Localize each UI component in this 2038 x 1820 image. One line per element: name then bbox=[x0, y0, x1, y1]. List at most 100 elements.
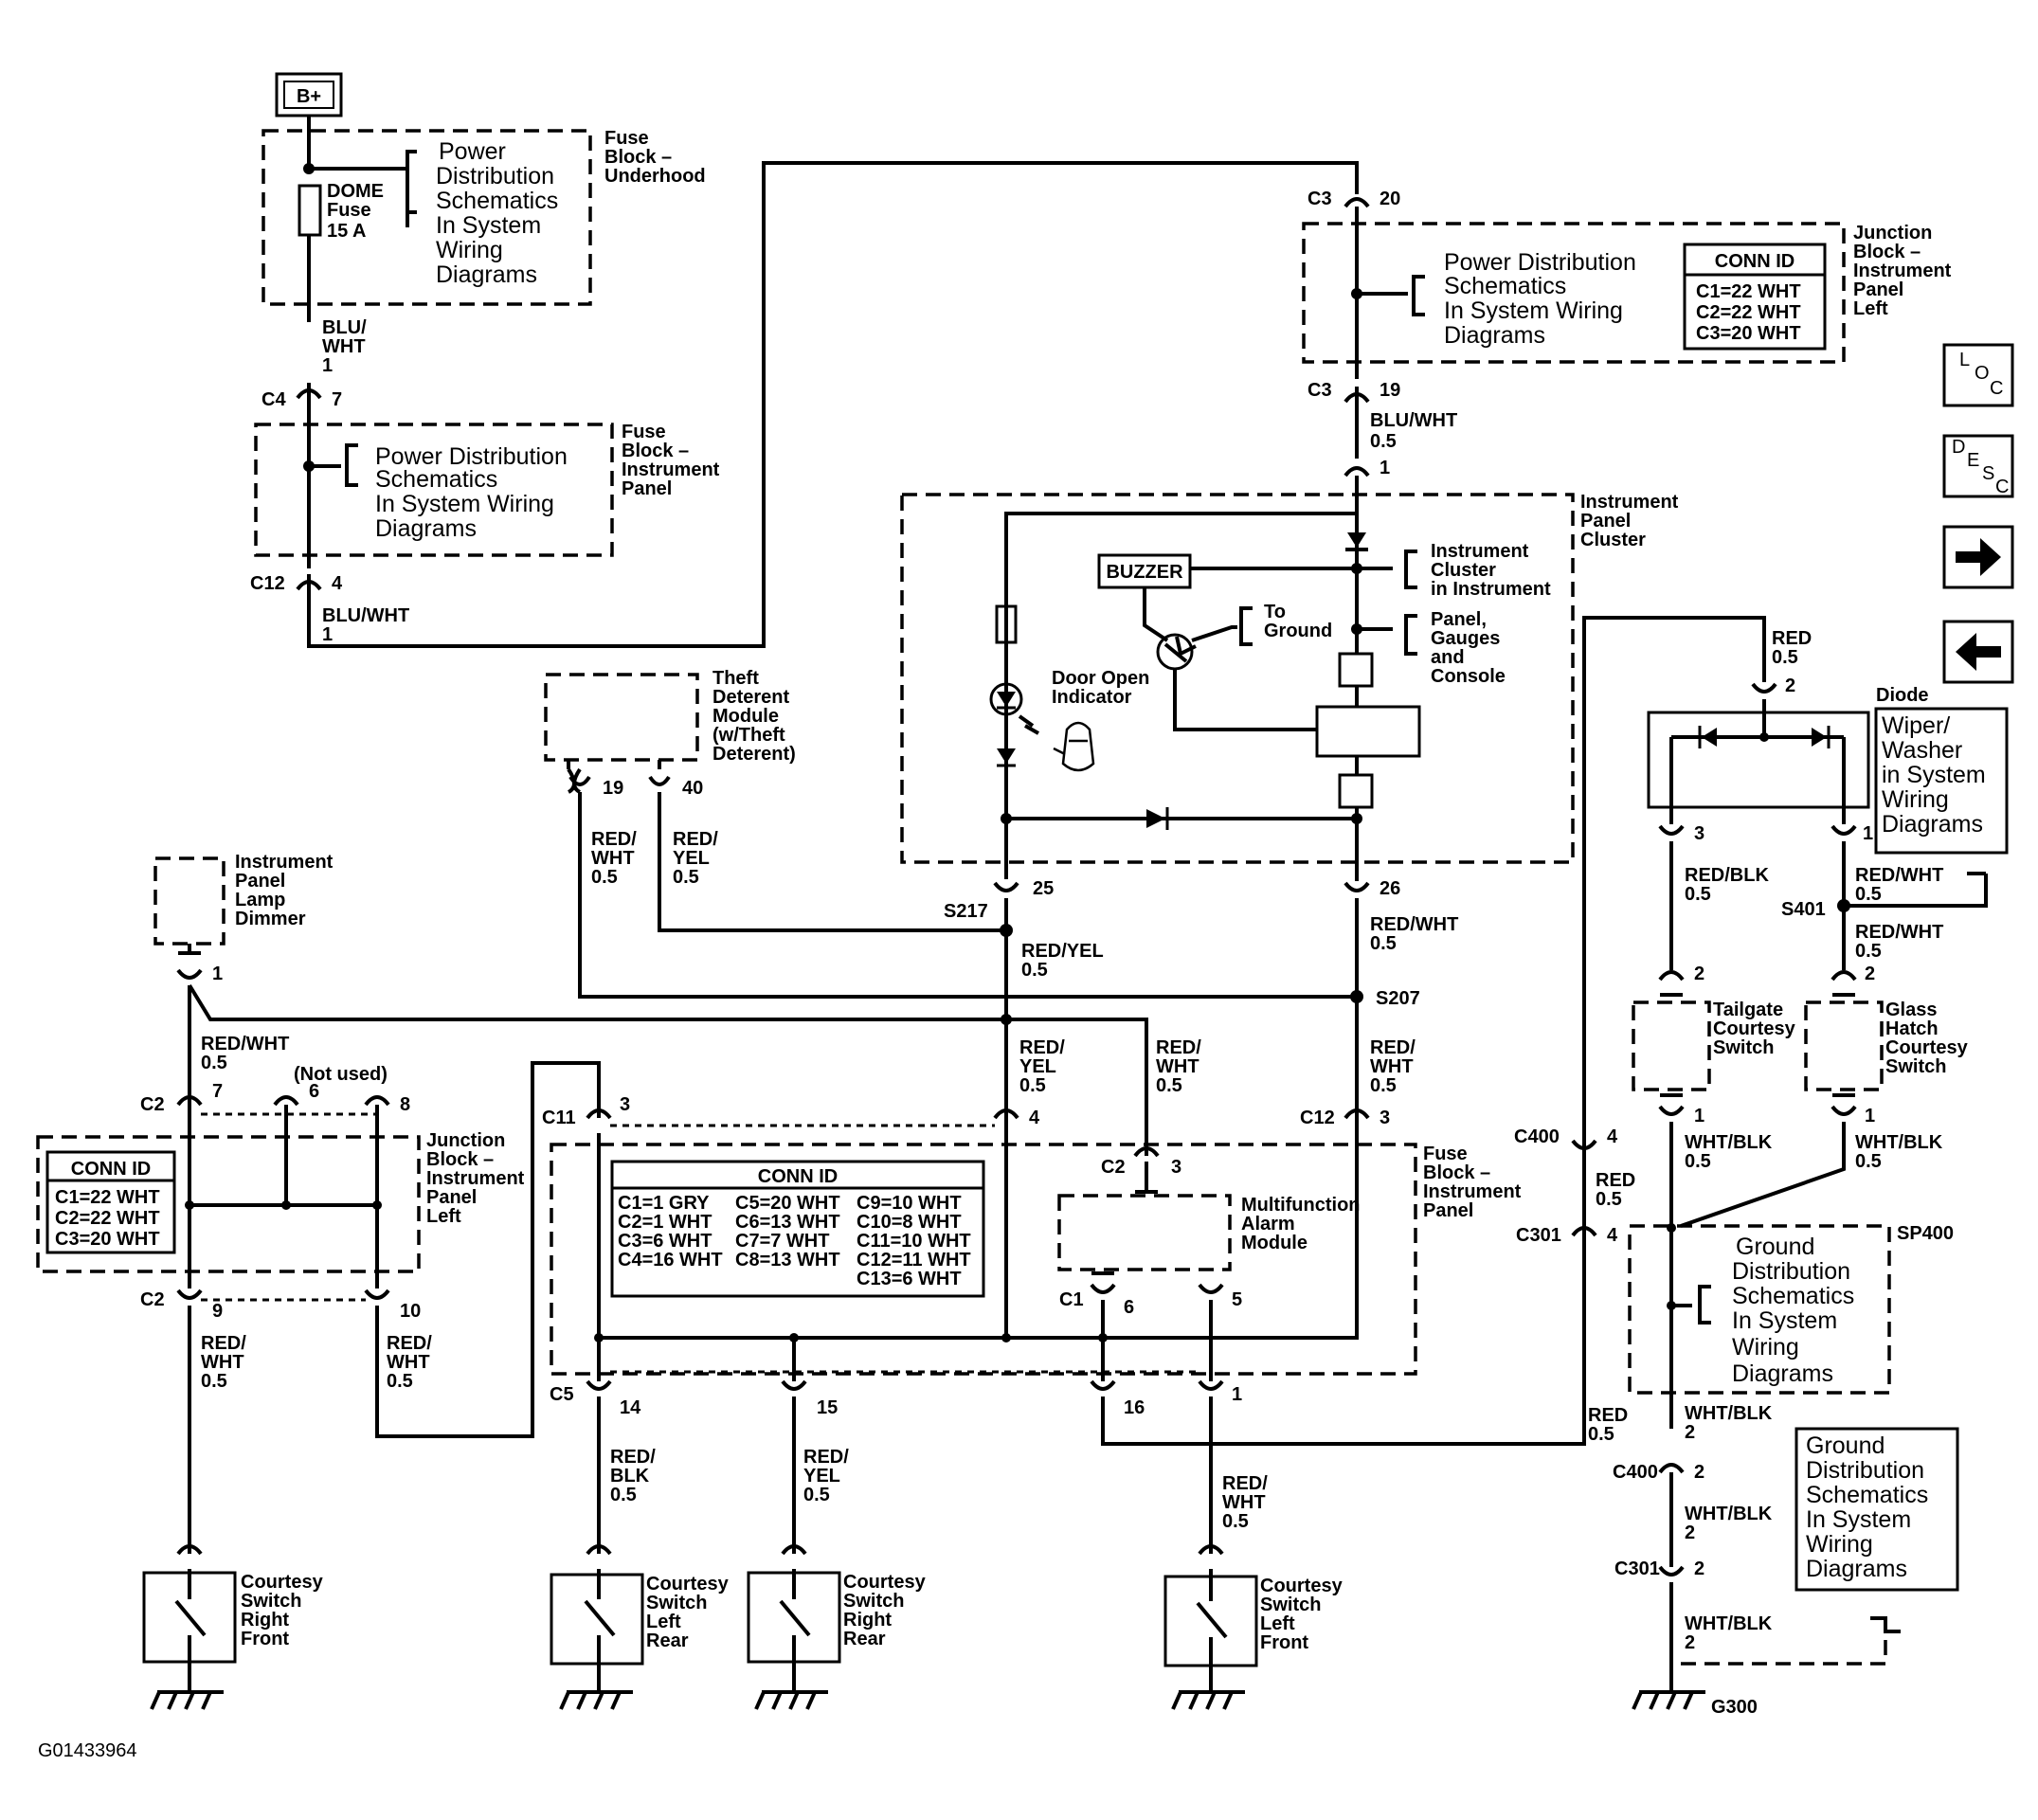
svg-text:Schematics: Schematics bbox=[436, 188, 558, 214]
svg-text:Courtesy: Courtesy bbox=[843, 1572, 927, 1593]
svg-text:Module: Module bbox=[712, 706, 779, 727]
svg-text:Block –: Block – bbox=[1423, 1162, 1490, 1183]
svg-text:D: D bbox=[1952, 437, 1965, 458]
svg-text:Panel,: Panel, bbox=[1431, 609, 1487, 630]
svg-text:WHT: WHT bbox=[1222, 1492, 1266, 1513]
svg-text:20: 20 bbox=[1380, 189, 1400, 209]
svg-text:Dimmer: Dimmer bbox=[235, 909, 306, 929]
svg-text:RED/WHT: RED/WHT bbox=[1370, 914, 1458, 935]
next-arrow-button[interactable] bbox=[1942, 525, 2014, 589]
back-arrow-button[interactable] bbox=[1942, 620, 2014, 684]
svg-text:Right: Right bbox=[241, 1610, 289, 1631]
svg-text:BUZZER: BUZZER bbox=[1106, 562, 1183, 583]
svg-text:2: 2 bbox=[1685, 1523, 1695, 1543]
svg-text:C400: C400 bbox=[1514, 1126, 1560, 1147]
svg-text:RED/: RED/ bbox=[1370, 1037, 1416, 1058]
svg-text:WHT/BLK: WHT/BLK bbox=[1685, 1403, 1773, 1424]
svg-text:Distribution: Distribution bbox=[1806, 1457, 1924, 1484]
svg-text:RED/: RED/ bbox=[1222, 1473, 1268, 1494]
courtesy-switch-left-rear: Courtesy Switch Left Rear bbox=[550, 1544, 730, 1710]
svg-text:0.5: 0.5 bbox=[1370, 933, 1397, 954]
svg-text:WHT: WHT bbox=[201, 1352, 244, 1373]
svg-text:G300: G300 bbox=[1711, 1697, 1758, 1718]
wiper-washer-ref: Wiper/ Washer in System Wiring Diagrams bbox=[1874, 707, 2009, 855]
svg-text:1: 1 bbox=[1232, 1384, 1242, 1405]
svg-text:3: 3 bbox=[1171, 1157, 1181, 1178]
svg-text:WHT: WHT bbox=[1156, 1056, 1199, 1077]
svg-text:WHT/BLK: WHT/BLK bbox=[1685, 1504, 1773, 1524]
svg-text:Switch: Switch bbox=[843, 1591, 904, 1612]
svg-text:C4: C4 bbox=[262, 389, 286, 410]
svg-text:Diagrams: Diagrams bbox=[375, 515, 477, 542]
svg-text:C5=20 WHT: C5=20 WHT bbox=[735, 1193, 840, 1214]
svg-text:10: 10 bbox=[400, 1301, 421, 1322]
svg-text:C: C bbox=[1990, 378, 2003, 399]
fuse-block-ip-top-box bbox=[254, 423, 614, 557]
svg-text:C1: C1 bbox=[1059, 1289, 1084, 1310]
svg-text:Switch: Switch bbox=[1713, 1037, 1774, 1058]
svg-text:Schematics: Schematics bbox=[1444, 273, 1566, 299]
battery-terminal: B+ bbox=[275, 72, 343, 117]
svg-text:1: 1 bbox=[1380, 458, 1390, 478]
svg-text:0.5: 0.5 bbox=[1772, 647, 1798, 668]
svg-text:RED: RED bbox=[1772, 628, 1812, 649]
svg-text:0.5: 0.5 bbox=[610, 1485, 637, 1505]
svg-text:Instrument: Instrument bbox=[1423, 1181, 1522, 1202]
svg-text:Fuse: Fuse bbox=[622, 422, 666, 442]
svg-text:In System Wiring: In System Wiring bbox=[375, 491, 554, 517]
svg-text:0.5: 0.5 bbox=[1588, 1424, 1614, 1445]
svg-text:0.5: 0.5 bbox=[1596, 1189, 1622, 1210]
svg-text:C4=16 WHT: C4=16 WHT bbox=[618, 1250, 723, 1270]
svg-text:C10=8 WHT: C10=8 WHT bbox=[857, 1212, 962, 1233]
courtesy-switch-right-rear: Courtesy Switch Right Rear bbox=[747, 1544, 927, 1710]
svg-text:YEL: YEL bbox=[803, 1466, 840, 1487]
svg-text:Power: Power bbox=[439, 138, 506, 165]
svg-text:RED/WHT: RED/WHT bbox=[1855, 865, 1943, 886]
door-open-indicator-label: Door Open Indicator bbox=[1052, 668, 1149, 708]
svg-text:C3: C3 bbox=[1308, 380, 1332, 401]
svg-text:C8=13 WHT: C8=13 WHT bbox=[735, 1250, 840, 1270]
svg-text:0.5: 0.5 bbox=[201, 1053, 227, 1073]
lamp-dimmer-box bbox=[153, 856, 225, 946]
figure-id: G01433964 bbox=[38, 1740, 137, 1761]
loc-button[interactable]: L O C bbox=[1942, 343, 2014, 407]
cluster-ref-2: Panel, Gauges and Console bbox=[1431, 609, 1506, 687]
svg-text:Courtesy: Courtesy bbox=[1260, 1576, 1344, 1596]
svg-text:Washer: Washer bbox=[1882, 737, 1962, 764]
svg-text:C: C bbox=[1995, 477, 2009, 497]
power-distribution-ref-1: Power Distribution Schematics In System … bbox=[436, 138, 558, 288]
svg-text:L: L bbox=[1959, 350, 1970, 370]
fuse-block-ip-bottom-box bbox=[550, 1143, 1417, 1376]
svg-text:Indicator: Indicator bbox=[1052, 687, 1132, 708]
svg-text:C5: C5 bbox=[550, 1384, 574, 1405]
svg-text:C12=11 WHT: C12=11 WHT bbox=[857, 1250, 971, 1270]
svg-text:2: 2 bbox=[1694, 1559, 1704, 1579]
courtesy-switch-right-front: Courtesy Switch Right Front bbox=[142, 1544, 324, 1710]
svg-text:C1=1 GRY: C1=1 GRY bbox=[618, 1193, 710, 1214]
svg-text:C301: C301 bbox=[1614, 1559, 1660, 1579]
cluster-ref-1: Instrument Cluster in Instrument bbox=[1431, 541, 1551, 600]
svg-text:2: 2 bbox=[1685, 1632, 1695, 1653]
svg-text:RED/BLK: RED/BLK bbox=[1685, 865, 1769, 886]
junction-block-ip-left-bottom-title: Junction Block – Instrument Panel Left bbox=[426, 1130, 525, 1227]
svg-text:Instrument: Instrument bbox=[1853, 261, 1952, 281]
svg-text:Left: Left bbox=[1853, 298, 1888, 319]
svg-text:Cluster: Cluster bbox=[1580, 530, 1646, 550]
desc-button[interactable]: D E S C bbox=[1942, 434, 2014, 498]
svg-text:0.5: 0.5 bbox=[1370, 431, 1397, 452]
conn-id-table-top: CONN ID C1=22 WHT C2=22 WHT C3=20 WHT bbox=[1683, 243, 1827, 351]
svg-text:Theft: Theft bbox=[712, 668, 759, 689]
instrument-panel-cluster-box bbox=[900, 493, 1575, 864]
svg-text:in System: in System bbox=[1882, 762, 1986, 788]
svg-text:Instrument: Instrument bbox=[1580, 492, 1679, 513]
fuse-block-underhood-title: Fuse Block – Underhood bbox=[604, 128, 706, 187]
svg-text:(w/Theft: (w/Theft bbox=[712, 725, 785, 746]
svg-text:RED/: RED/ bbox=[1019, 1037, 1065, 1058]
svg-text:6: 6 bbox=[1124, 1297, 1134, 1318]
svg-text:C3=20 WHT: C3=20 WHT bbox=[1696, 323, 1801, 344]
svg-text:Fuse: Fuse bbox=[604, 128, 649, 149]
svg-text:7: 7 bbox=[212, 1081, 223, 1102]
svg-text:RED/YEL: RED/YEL bbox=[1021, 941, 1104, 962]
tailgate-switch-box bbox=[1632, 1000, 1711, 1091]
svg-text:9: 9 bbox=[212, 1301, 223, 1322]
